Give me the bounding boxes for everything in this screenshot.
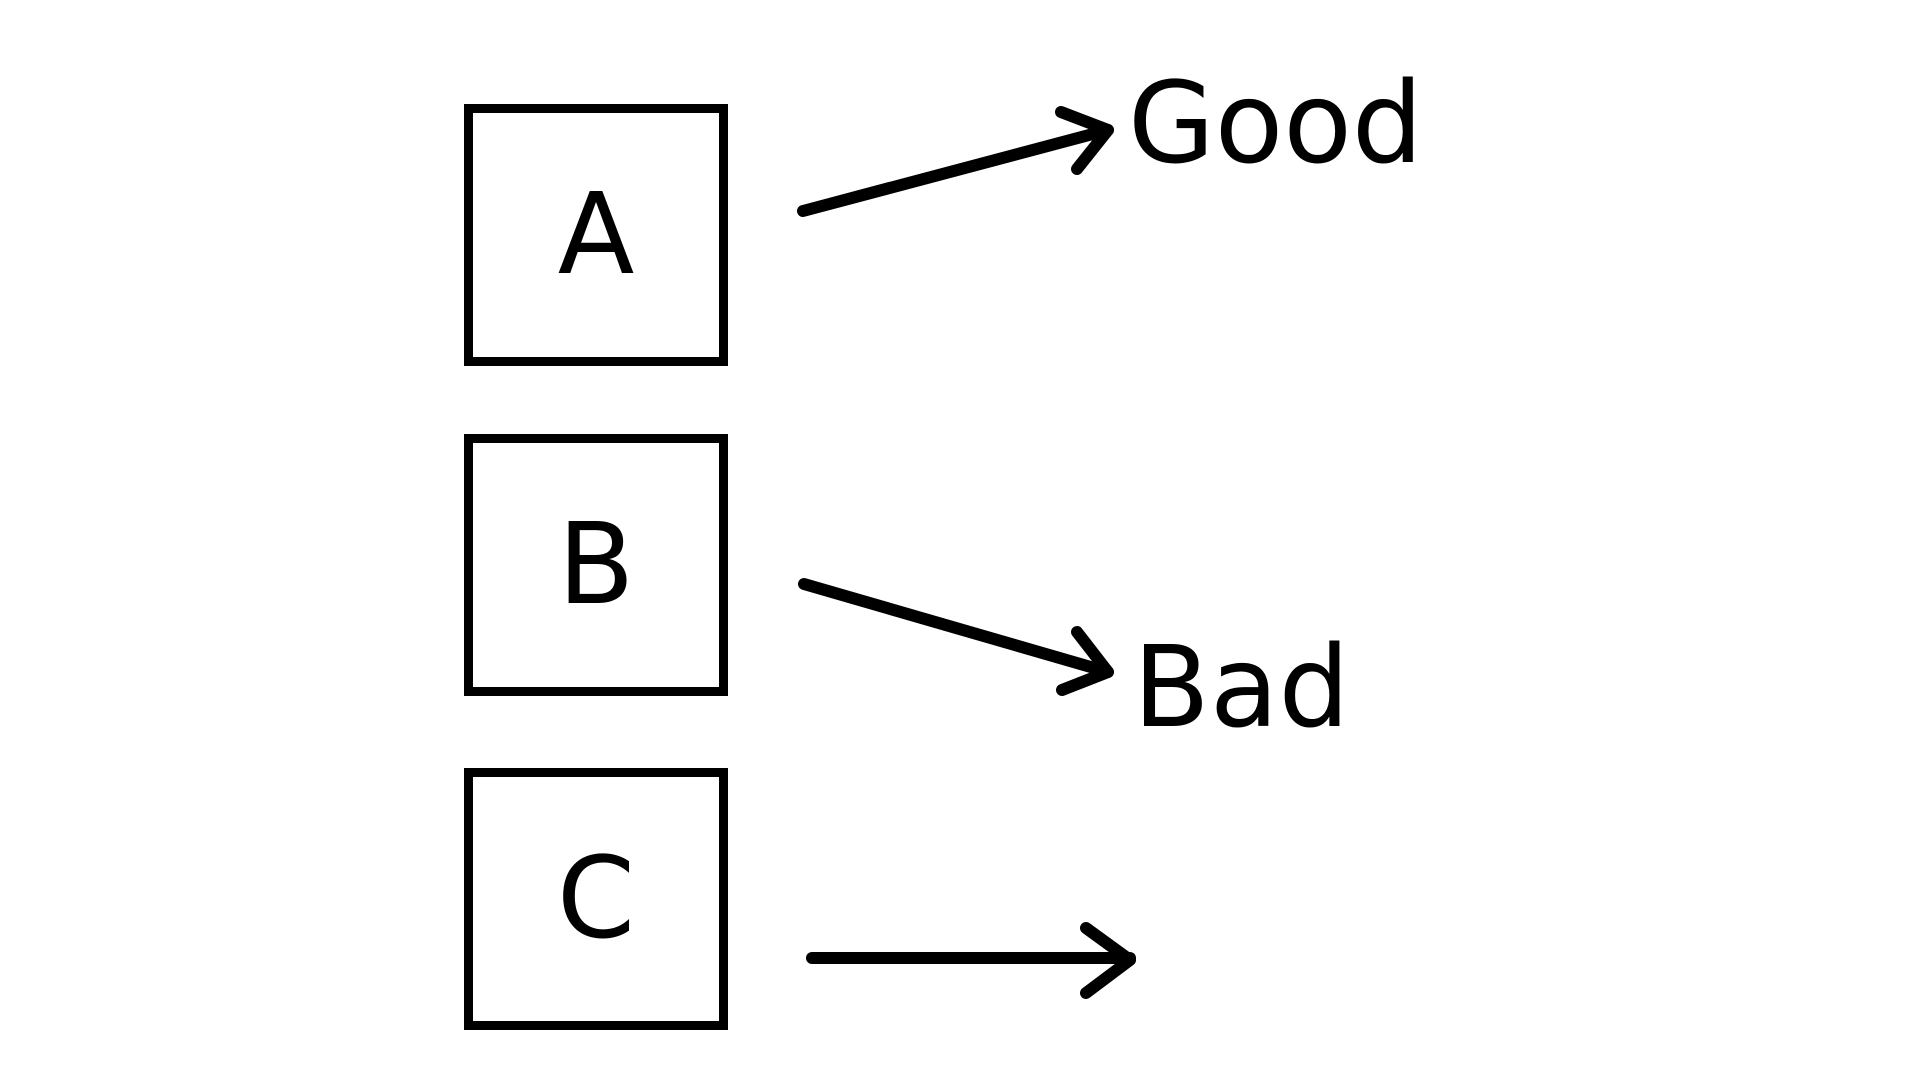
arrow-c xyxy=(806,922,1136,999)
arrow-b-to-bad xyxy=(798,578,1114,696)
box-c: C xyxy=(464,768,728,1030)
box-b: B xyxy=(464,434,728,696)
arrow-b-head xyxy=(1056,626,1114,696)
arrow-c-head xyxy=(1080,922,1136,999)
arrow-a-to-good xyxy=(797,106,1114,217)
box-a: A xyxy=(464,104,728,366)
arrow-a-head xyxy=(1055,106,1114,175)
arrow-a-shaft xyxy=(797,124,1114,217)
arrow-b-shaft xyxy=(798,578,1114,678)
box-a-label: A xyxy=(557,170,635,300)
box-c-label: C xyxy=(556,834,636,964)
outcome-bad-label: Bad xyxy=(1133,623,1350,753)
box-b-label: B xyxy=(557,500,635,630)
outcome-good-label: Good xyxy=(1128,59,1423,189)
